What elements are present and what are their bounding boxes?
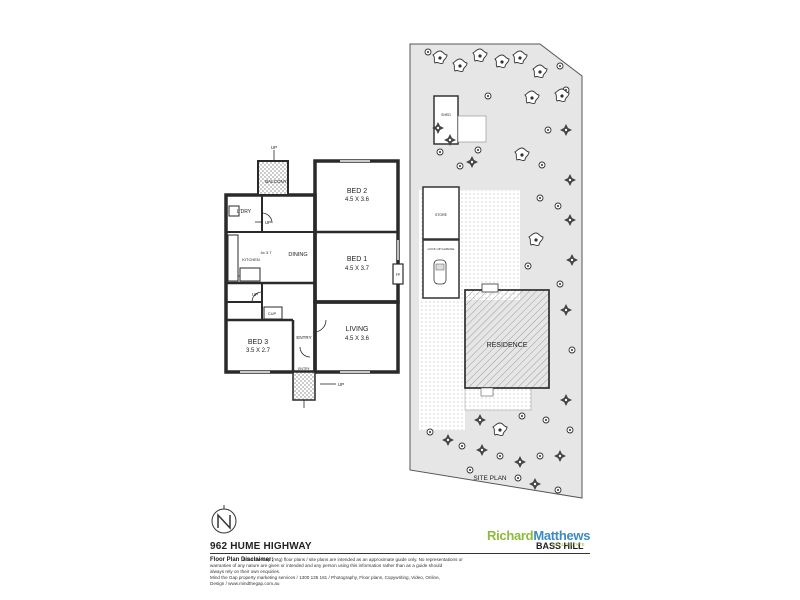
brand-logo: RichardMatthews	[487, 528, 590, 543]
site-plan-title: SITE PLAN	[473, 475, 507, 482]
bed2-size: 4.5 X 3.6	[345, 197, 370, 203]
entry-label: ENTRY	[296, 335, 311, 340]
up-label-kitchen: UP	[252, 292, 258, 297]
site-plan	[409, 43, 583, 499]
kitchen-label: KITCHEN	[242, 257, 260, 262]
disclaimer-text-2: warranties of any nature are given or in…	[210, 563, 450, 587]
living-size: 4.5 X 3.6	[345, 336, 370, 342]
brand-logo-part2: Matthews	[533, 528, 591, 543]
up-label-laundry: UP	[265, 220, 271, 225]
disclaimer-text-1: Mind the Gap (mtg) floor plans / site pl…	[243, 557, 463, 562]
north-compass-icon	[211, 505, 237, 534]
garage-label: LOCK UP GARAGE	[428, 247, 455, 251]
residence-label: RESIDENCE	[487, 342, 528, 349]
entry-porch-label: ENTRY	[298, 367, 310, 371]
fridge-label: F	[238, 274, 241, 279]
brand-subtitle: REAL ESTATE	[552, 542, 585, 547]
disclaimer-line-3: Mind the Gap property marketing services…	[210, 575, 440, 586]
cupboard-label: CUP	[268, 311, 277, 316]
bed3-name: BED 3	[248, 339, 268, 346]
living-name: LIVING	[346, 326, 369, 333]
bed2-name: BED 2	[347, 188, 367, 195]
dining-label: DINING	[288, 252, 307, 258]
bed1-name: BED 1	[347, 256, 367, 263]
kitchen-size: 4x 3.7	[261, 250, 273, 255]
bed3-size: 3.5 X 2.7	[246, 348, 271, 354]
property-address: 962 HUME HIGHWAY	[210, 541, 312, 552]
laundry-label: L'DRY	[237, 209, 252, 215]
up-label-entry: UP	[338, 382, 344, 387]
property-suburb: BASS HILL	[536, 541, 584, 551]
disclaimer-title: Floor Plan Disclaimer:	[210, 557, 274, 563]
floor-plan-labels: BED 2 4.5 X 3.6 BED 1 4.5 X 3.7 LIVING 4…	[237, 145, 401, 387]
site-plan-labels: RESIDENCE SHED STORE LOCK UP GARAGE SITE…	[428, 113, 528, 482]
bed1-size: 4.5 X 3.7	[345, 266, 370, 272]
floor-plan	[224, 150, 404, 408]
store-label: STORE	[435, 213, 448, 217]
fireplace-label: FP	[396, 273, 401, 277]
balcony-label: BALCONY	[265, 179, 287, 184]
up-label-balcony: UP	[271, 145, 277, 150]
brand-logo-part1: Richard	[487, 528, 534, 543]
shed-label: SHED	[441, 113, 451, 117]
disclaimer-line-2: warranties of any nature are given or in…	[210, 563, 443, 574]
footer-divider	[210, 553, 590, 554]
